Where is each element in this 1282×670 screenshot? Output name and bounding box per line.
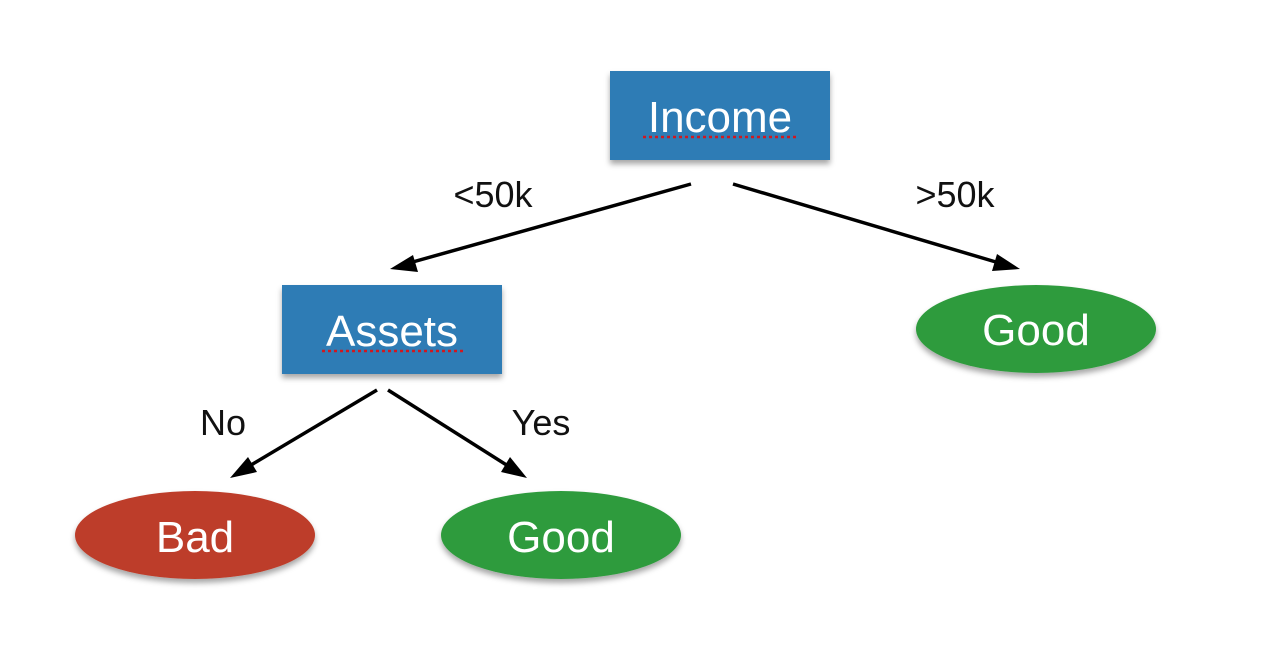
leaf-bad: Bad xyxy=(75,491,315,579)
edge-label-assets-no: No xyxy=(200,402,246,443)
node-income-box xyxy=(610,71,830,160)
node-income-label: Income xyxy=(648,93,792,142)
leaf-good-assets-label: Good xyxy=(507,513,615,562)
node-assets-label: Assets xyxy=(326,307,458,356)
edge-income-to-assets xyxy=(401,182,692,267)
edge-labels: <50k >50k No Yes xyxy=(200,174,996,443)
leaf-good-high-income-shape xyxy=(916,285,1156,373)
leaf-bad-shape xyxy=(75,491,315,579)
node-income: Income xyxy=(610,71,830,160)
edges xyxy=(230,182,1020,478)
node-assets: Assets xyxy=(282,285,502,374)
node-assets-box xyxy=(282,285,502,374)
edge-label-assets-yes: Yes xyxy=(512,402,571,443)
leaf-good-high-income-label: Good xyxy=(982,306,1090,355)
arrowhead-income-to-assets xyxy=(390,255,418,272)
arrowhead-income-to-good xyxy=(992,254,1020,271)
edge-assets-to-good xyxy=(387,388,517,473)
edge-income-to-good xyxy=(732,182,1007,267)
leaf-good-high-income: Good xyxy=(916,285,1156,373)
edge-label-income-low: <50k xyxy=(453,174,533,215)
leaf-good-assets-shape xyxy=(441,491,681,579)
edge-label-income-high: >50k xyxy=(915,174,995,215)
edge-assets-to-bad xyxy=(240,388,378,473)
leaf-good-assets: Good xyxy=(441,491,681,579)
arrowhead-assets-to-good xyxy=(501,457,527,478)
arrowhead-assets-to-bad xyxy=(230,457,257,478)
leaf-bad-label: Bad xyxy=(156,513,234,562)
